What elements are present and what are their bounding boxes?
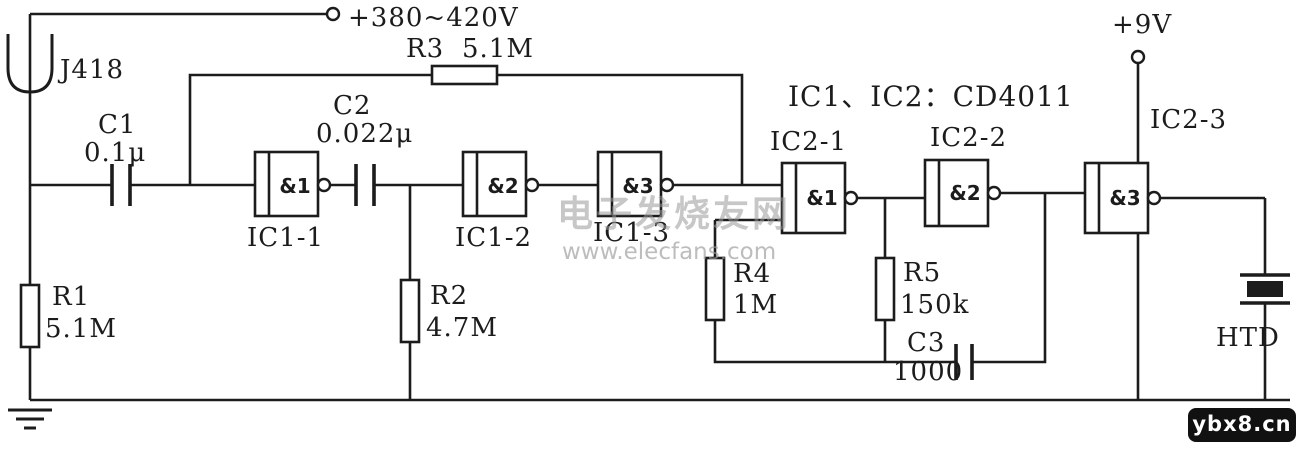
r2-value: 4.7M	[426, 313, 498, 343]
gate-ic2-3-label: IC2-3	[1150, 105, 1227, 135]
r3-name: R3	[406, 34, 444, 64]
inversion-bubble	[316, 177, 332, 193]
ground-symbol	[8, 408, 52, 430]
r2-name: R2	[430, 281, 468, 311]
capacitor-c3	[954, 344, 974, 380]
gate-ic2-2: &2	[923, 158, 1002, 228]
capacitor-plates	[954, 344, 974, 380]
watermark-url: www.elecfans.com	[562, 239, 776, 265]
wire-hv-rail	[28, 12, 327, 400]
piezo-plates	[1240, 273, 1290, 305]
inversion-bubble	[524, 177, 540, 193]
capacitor-plates	[354, 164, 376, 206]
ic-type-note: IC1、IC2：CD4011	[788, 80, 1074, 113]
inversion-bubble	[659, 177, 675, 193]
resistor-r3	[430, 64, 499, 86]
r4-name: R4	[733, 259, 771, 289]
gate-symbol: &3	[622, 174, 653, 198]
c2-value: 0.022μ	[316, 119, 413, 149]
piezo-element	[1247, 281, 1283, 297]
c1-value: 0.1μ	[84, 138, 146, 168]
gate-ic1-2-label: IC1-2	[455, 223, 532, 253]
inversion-bubble	[843, 190, 859, 206]
resistor-body	[704, 256, 726, 322]
site-logo-text: ybx8.cn	[1192, 412, 1291, 436]
r1-name: R1	[52, 282, 90, 312]
gate-symbol: &3	[1109, 186, 1140, 210]
hv-supply-label: +380~420V	[348, 3, 519, 33]
gate-symbol: &1	[806, 186, 837, 210]
gate-body	[780, 161, 847, 235]
gate-symbol: &1	[279, 174, 310, 198]
r3-value: 5.1M	[462, 34, 534, 64]
resistor-r4	[704, 256, 726, 322]
gate-body	[596, 150, 663, 218]
buzzer-label: HTD	[1216, 323, 1280, 353]
gate-ic1-1: &1	[253, 150, 332, 218]
gate-ic1-2: &2	[461, 150, 540, 218]
resistor-r1	[19, 283, 41, 349]
vcc-terminal	[1130, 49, 1146, 65]
resistor-body	[19, 283, 41, 349]
capacitor-c2	[354, 164, 376, 206]
c3-value: 1000	[893, 357, 963, 387]
wire-r4-r5-c3	[713, 193, 1047, 364]
r1-value: 5.1M	[45, 314, 117, 344]
gate-ic2-1: &1	[780, 161, 859, 235]
site-logo: ybx8.cn	[1188, 408, 1296, 442]
c1-name: C1	[98, 110, 136, 140]
resistor-body	[874, 256, 896, 322]
resistor-r5	[874, 256, 896, 322]
probe-j418	[6, 34, 54, 94]
wire-feedback-r3	[188, 73, 744, 185]
resistor-r2	[399, 278, 421, 344]
gate-symbol: &2	[949, 181, 980, 205]
buzzer-htd	[1240, 273, 1290, 305]
vcc-supply-label: +9V	[1112, 10, 1172, 40]
gate-body	[1083, 161, 1150, 235]
r5-value: 150k	[900, 290, 969, 320]
probe-socket-shape	[6, 34, 54, 94]
gate-ic2-2-label: IC2-2	[930, 123, 1007, 153]
gate-ic2-1-label: IC2-1	[770, 127, 847, 157]
inversion-bubble	[1146, 190, 1162, 206]
probe-label: J418	[57, 55, 124, 85]
gate-body	[923, 158, 990, 228]
capacitor-plates	[110, 164, 132, 206]
capacitor-c1	[110, 164, 132, 206]
c2-name: C2	[333, 91, 371, 121]
resistor-body	[399, 278, 421, 344]
gate-ic1-1-label: IC1-1	[247, 223, 324, 253]
site-logo-background	[1188, 408, 1296, 442]
gate-ic1-3: &3	[596, 150, 675, 218]
r4-value: 1M	[733, 290, 778, 320]
wire-ic2-stage	[715, 191, 1265, 222]
watermark-text: 电子发烧友网	[557, 194, 791, 235]
gate-symbol: &2	[487, 174, 518, 198]
c3-name: C3	[907, 328, 945, 358]
gate-ic2-3: &3	[1083, 161, 1162, 235]
hv-terminal	[325, 6, 341, 22]
gate-ic1-3-label: IC1-3	[593, 218, 670, 248]
inversion-bubble	[986, 185, 1002, 201]
r5-name: R5	[903, 258, 941, 288]
gate-body	[461, 150, 528, 218]
resistor-body	[430, 64, 499, 86]
